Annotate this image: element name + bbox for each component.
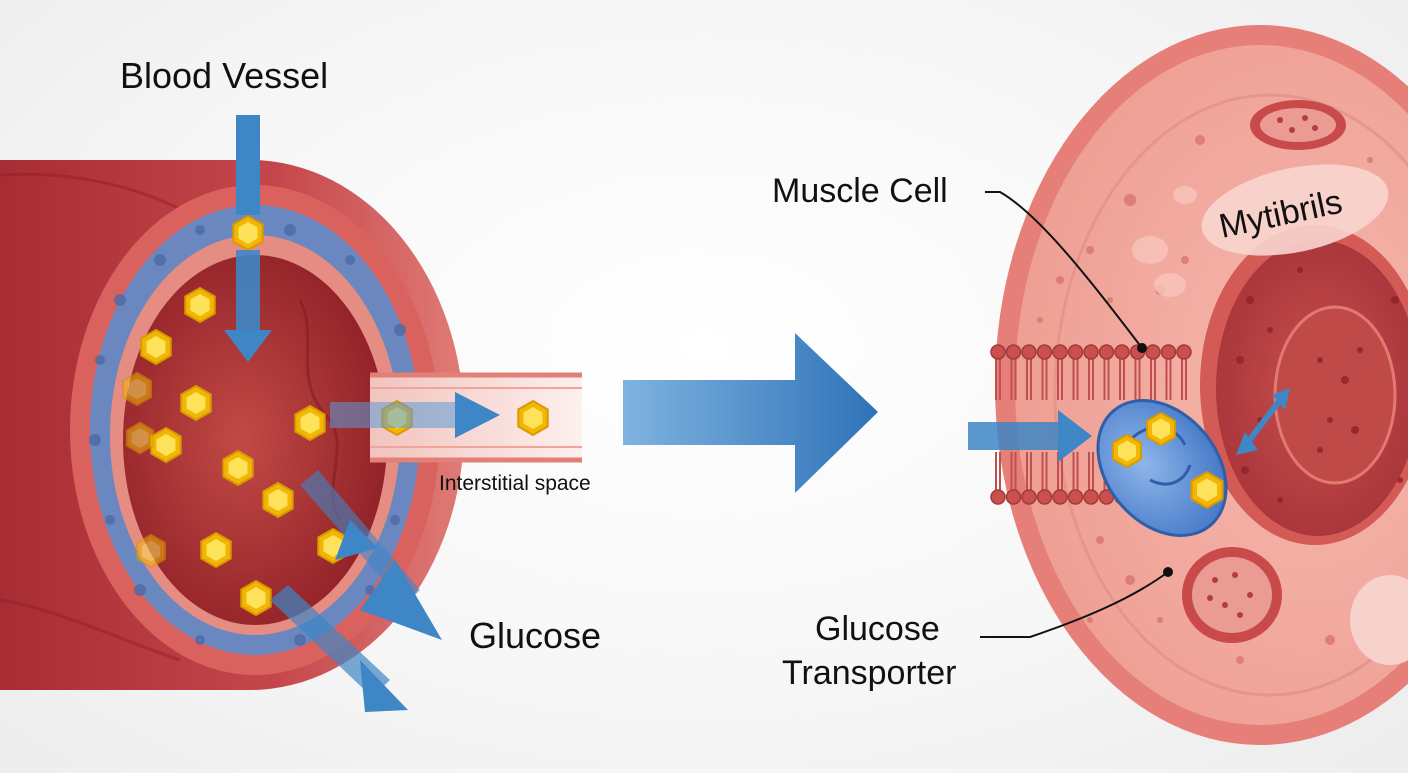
lipid-head	[1005, 344, 1022, 360]
lipid-tail	[1010, 356, 1017, 494]
muscle-cell-leader	[985, 191, 1143, 349]
transporter-leader-dot	[1163, 567, 1173, 577]
arrow-up-lower	[335, 520, 378, 560]
lipid-head	[1114, 344, 1130, 360]
lipid-tail	[1181, 356, 1187, 494]
lipid-head	[1067, 489, 1084, 505]
lipid-head	[1083, 489, 1099, 505]
label-glucose: Glucose	[469, 615, 601, 656]
myofibrils-label-bubble	[1201, 164, 1389, 256]
lipid-head	[1098, 344, 1115, 360]
process-arrow	[623, 333, 878, 493]
cell-arrows	[968, 388, 1290, 462]
lipid-head	[1067, 344, 1084, 360]
nucleus	[1200, 225, 1408, 545]
lipid-head	[1145, 344, 1161, 360]
lipid-head	[1005, 489, 1022, 505]
transporter-leader	[980, 571, 1169, 638]
label-interstitial-space: Interstitial space	[439, 472, 591, 495]
lipid-head	[1052, 489, 1068, 505]
lipid-tail	[1165, 356, 1172, 494]
glucose-flow-arrows	[224, 115, 500, 712]
lipid-head	[1021, 489, 1037, 505]
lipid-tail	[995, 356, 1001, 494]
lipid-head	[1083, 344, 1099, 360]
glucose-transporter-protein	[1096, 399, 1228, 537]
lipid-tail	[1150, 356, 1156, 494]
arrow-into-transporter	[968, 410, 1092, 462]
lipid-tail	[1103, 356, 1110, 494]
lipid-tail	[1088, 356, 1094, 494]
label-transporter-line1: Glucose	[815, 610, 940, 648]
label-blood-vessel: Blood Vessel	[120, 55, 328, 96]
muscle-cell-leader-dot	[1137, 343, 1147, 353]
arrow-out-lower-2	[270, 585, 408, 712]
lipid-head	[1021, 344, 1037, 360]
lipid-head	[1036, 489, 1053, 505]
vessel-lumen	[123, 255, 387, 625]
label-muscle-cell: Muscle Cell	[772, 172, 948, 210]
lipid-tail	[1119, 356, 1125, 494]
mitochondrion-top	[1250, 100, 1346, 150]
lipid-tail	[1041, 356, 1048, 494]
lipid-head	[1036, 344, 1053, 360]
lipid-tail	[1026, 356, 1032, 494]
lipid-tail	[1134, 356, 1141, 494]
lipid-head	[990, 489, 1006, 505]
arrow-down-into-vessel	[224, 115, 272, 362]
lipid-tail	[1057, 356, 1063, 494]
leader-lines	[980, 191, 1173, 638]
muscle-cell	[995, 25, 1408, 745]
arrow-into-interstitial	[330, 392, 500, 438]
lipid-head	[1176, 344, 1192, 360]
mitochondrion-bottom	[1182, 547, 1282, 643]
label-transporter-line2: Transporter	[782, 654, 956, 692]
lipid-tail	[1072, 356, 1079, 494]
lipid-head	[990, 344, 1006, 360]
lipid-head	[1052, 344, 1068, 360]
lipid-head	[1160, 344, 1177, 360]
arrow-to-nucleus	[1236, 388, 1290, 455]
